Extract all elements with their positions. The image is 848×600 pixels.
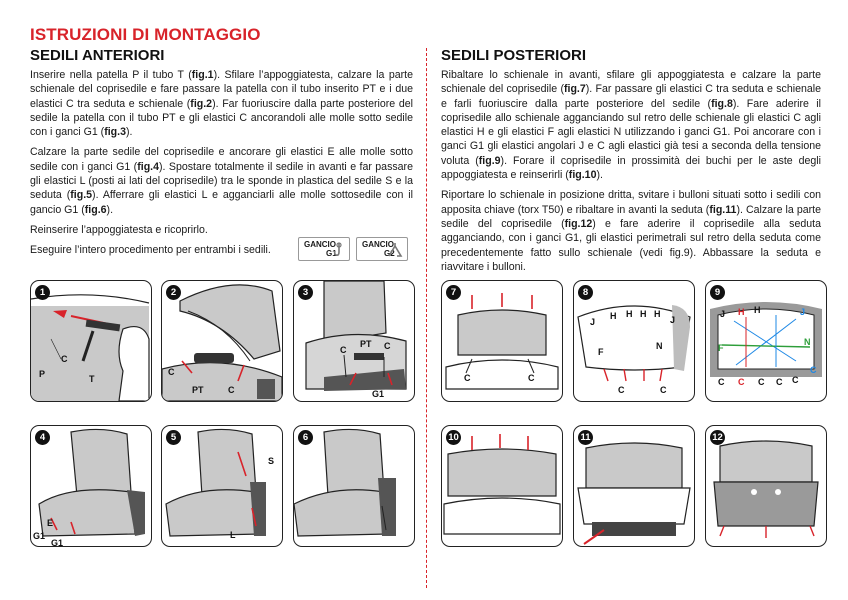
label-pt: PT bbox=[192, 385, 204, 395]
label-s: S bbox=[268, 456, 275, 466]
label-c: C bbox=[228, 385, 235, 395]
label-t: T bbox=[89, 374, 95, 384]
figure-number: 1 bbox=[35, 285, 50, 300]
label-pt: PT bbox=[360, 339, 372, 349]
label-p: P bbox=[39, 369, 46, 379]
front-instructions: Inserire nella patella P il tubo T (fig.… bbox=[30, 68, 413, 264]
label-l: L bbox=[230, 530, 236, 540]
label-g1: G1 bbox=[33, 531, 46, 541]
hook-g2-icon bbox=[388, 243, 403, 257]
figure-12: 12 bbox=[705, 425, 827, 547]
label-h: H bbox=[754, 305, 761, 315]
label-c: C bbox=[738, 377, 745, 387]
front-paragraph-1: Inserire nella patella P il tubo T (fig.… bbox=[30, 69, 413, 139]
label-j: J bbox=[590, 317, 596, 327]
label-h: H bbox=[640, 309, 647, 319]
label-c: C bbox=[792, 375, 799, 385]
rear-seats-heading: SEDILI POSTERIORI bbox=[441, 47, 587, 64]
figure-7: 7 C C bbox=[441, 280, 563, 402]
label-j: J bbox=[670, 315, 676, 325]
hook-g1-code: G1 bbox=[326, 249, 337, 258]
figure-1: 1 P C T bbox=[30, 280, 152, 402]
label-c: C bbox=[810, 365, 817, 375]
figure-10-illustration bbox=[443, 434, 561, 535]
figure-4-illustration bbox=[38, 428, 145, 537]
figure-number: 11 bbox=[578, 430, 593, 445]
rear-paragraph-2: Riportare lo schienale in posizione drit… bbox=[441, 189, 821, 273]
label-c: C bbox=[528, 373, 535, 383]
figure-number: 4 bbox=[35, 430, 50, 445]
figure-5-illustration bbox=[165, 428, 266, 537]
label-c: C bbox=[660, 385, 667, 395]
label-h: H bbox=[626, 309, 633, 319]
figure-1-illustration bbox=[31, 294, 150, 401]
label-h: H bbox=[738, 307, 745, 317]
hook-g1-legend: GANCIO G1 bbox=[298, 237, 350, 261]
figure-number: 12 bbox=[710, 430, 725, 445]
figure-7-illustration bbox=[445, 293, 559, 390]
figure-number: 2 bbox=[166, 285, 181, 300]
figure-number: 10 bbox=[446, 430, 461, 445]
label-c: C bbox=[718, 377, 725, 387]
figure-3-illustration bbox=[305, 281, 407, 391]
figure-9-illustration bbox=[710, 302, 822, 377]
label-n: N bbox=[804, 337, 811, 347]
label-c: C bbox=[618, 385, 625, 395]
label-c: C bbox=[384, 341, 391, 351]
hook-g2-name: GANCIO bbox=[362, 240, 394, 249]
figure-number: 8 bbox=[578, 285, 593, 300]
figure-6-illustration bbox=[294, 428, 396, 537]
hook-g2-code: G2 bbox=[384, 249, 395, 258]
label-j: J bbox=[720, 309, 726, 319]
label-j: J bbox=[800, 307, 806, 317]
label-h: H bbox=[654, 309, 661, 319]
hook-g1-icon bbox=[333, 242, 342, 256]
figure-number: 3 bbox=[298, 285, 313, 300]
figure-number: 7 bbox=[446, 285, 461, 300]
label-g1: G1 bbox=[51, 538, 64, 547]
figure-11: 11 bbox=[573, 425, 695, 547]
figure-2: 2 C PT C bbox=[161, 280, 283, 402]
figure-10: 10 bbox=[441, 425, 563, 547]
rear-paragraph-1: Ribaltare lo schienale in avanti, sfilar… bbox=[441, 69, 822, 182]
label-n: N bbox=[656, 341, 663, 351]
page-title: ISTRUZIONI DI MONTAGGIO bbox=[30, 25, 261, 44]
figure-9: 9 J H H J F N C C C C C C bbox=[705, 280, 827, 402]
label-c: C bbox=[464, 373, 471, 383]
hook-g1-name: GANCIO bbox=[304, 240, 336, 249]
rear-instructions: Ribaltare lo schienale in avanti, sfilar… bbox=[441, 68, 821, 280]
hook-g2-legend: GANCIO G2 bbox=[356, 237, 408, 261]
label-c: C bbox=[758, 377, 765, 387]
label-c: C bbox=[168, 367, 175, 377]
front-paragraph-4: Eseguire l’intero procedimento per entra… bbox=[30, 244, 271, 257]
label-f: F bbox=[718, 343, 724, 353]
figure-number: 5 bbox=[166, 430, 181, 445]
label-h: H bbox=[610, 311, 617, 321]
front-paragraph-3: Reinserire l’appoggiatesta e ricoprirlo. bbox=[30, 223, 208, 236]
figure-5: 5 S L bbox=[161, 425, 283, 547]
figure-12-illustration bbox=[713, 440, 819, 538]
figure-number: 9 bbox=[710, 285, 725, 300]
figure-2-illustration bbox=[162, 284, 282, 401]
column-divider bbox=[426, 48, 427, 588]
label-c: C bbox=[61, 354, 68, 364]
label-f: F bbox=[598, 347, 604, 357]
label-e: E bbox=[47, 518, 54, 528]
figure-8-illustration bbox=[577, 305, 691, 382]
front-paragraph-2: Calzare la parte sedile del coprisedile … bbox=[30, 146, 413, 216]
figure-11-illustration bbox=[577, 442, 691, 545]
label-c: C bbox=[776, 377, 783, 387]
label-g1: G1 bbox=[372, 389, 385, 399]
figure-4: 4 E G1 G1 bbox=[30, 425, 152, 547]
figure-8: 8 J H H H H J F N C C bbox=[573, 280, 695, 402]
figure-number: 6 bbox=[298, 430, 313, 445]
label-c: C bbox=[340, 345, 347, 355]
figure-3: 3 C PT C G1 bbox=[293, 280, 415, 402]
front-seats-heading: SEDILI ANTERIORI bbox=[30, 47, 165, 64]
figure-6: 6 bbox=[293, 425, 415, 547]
